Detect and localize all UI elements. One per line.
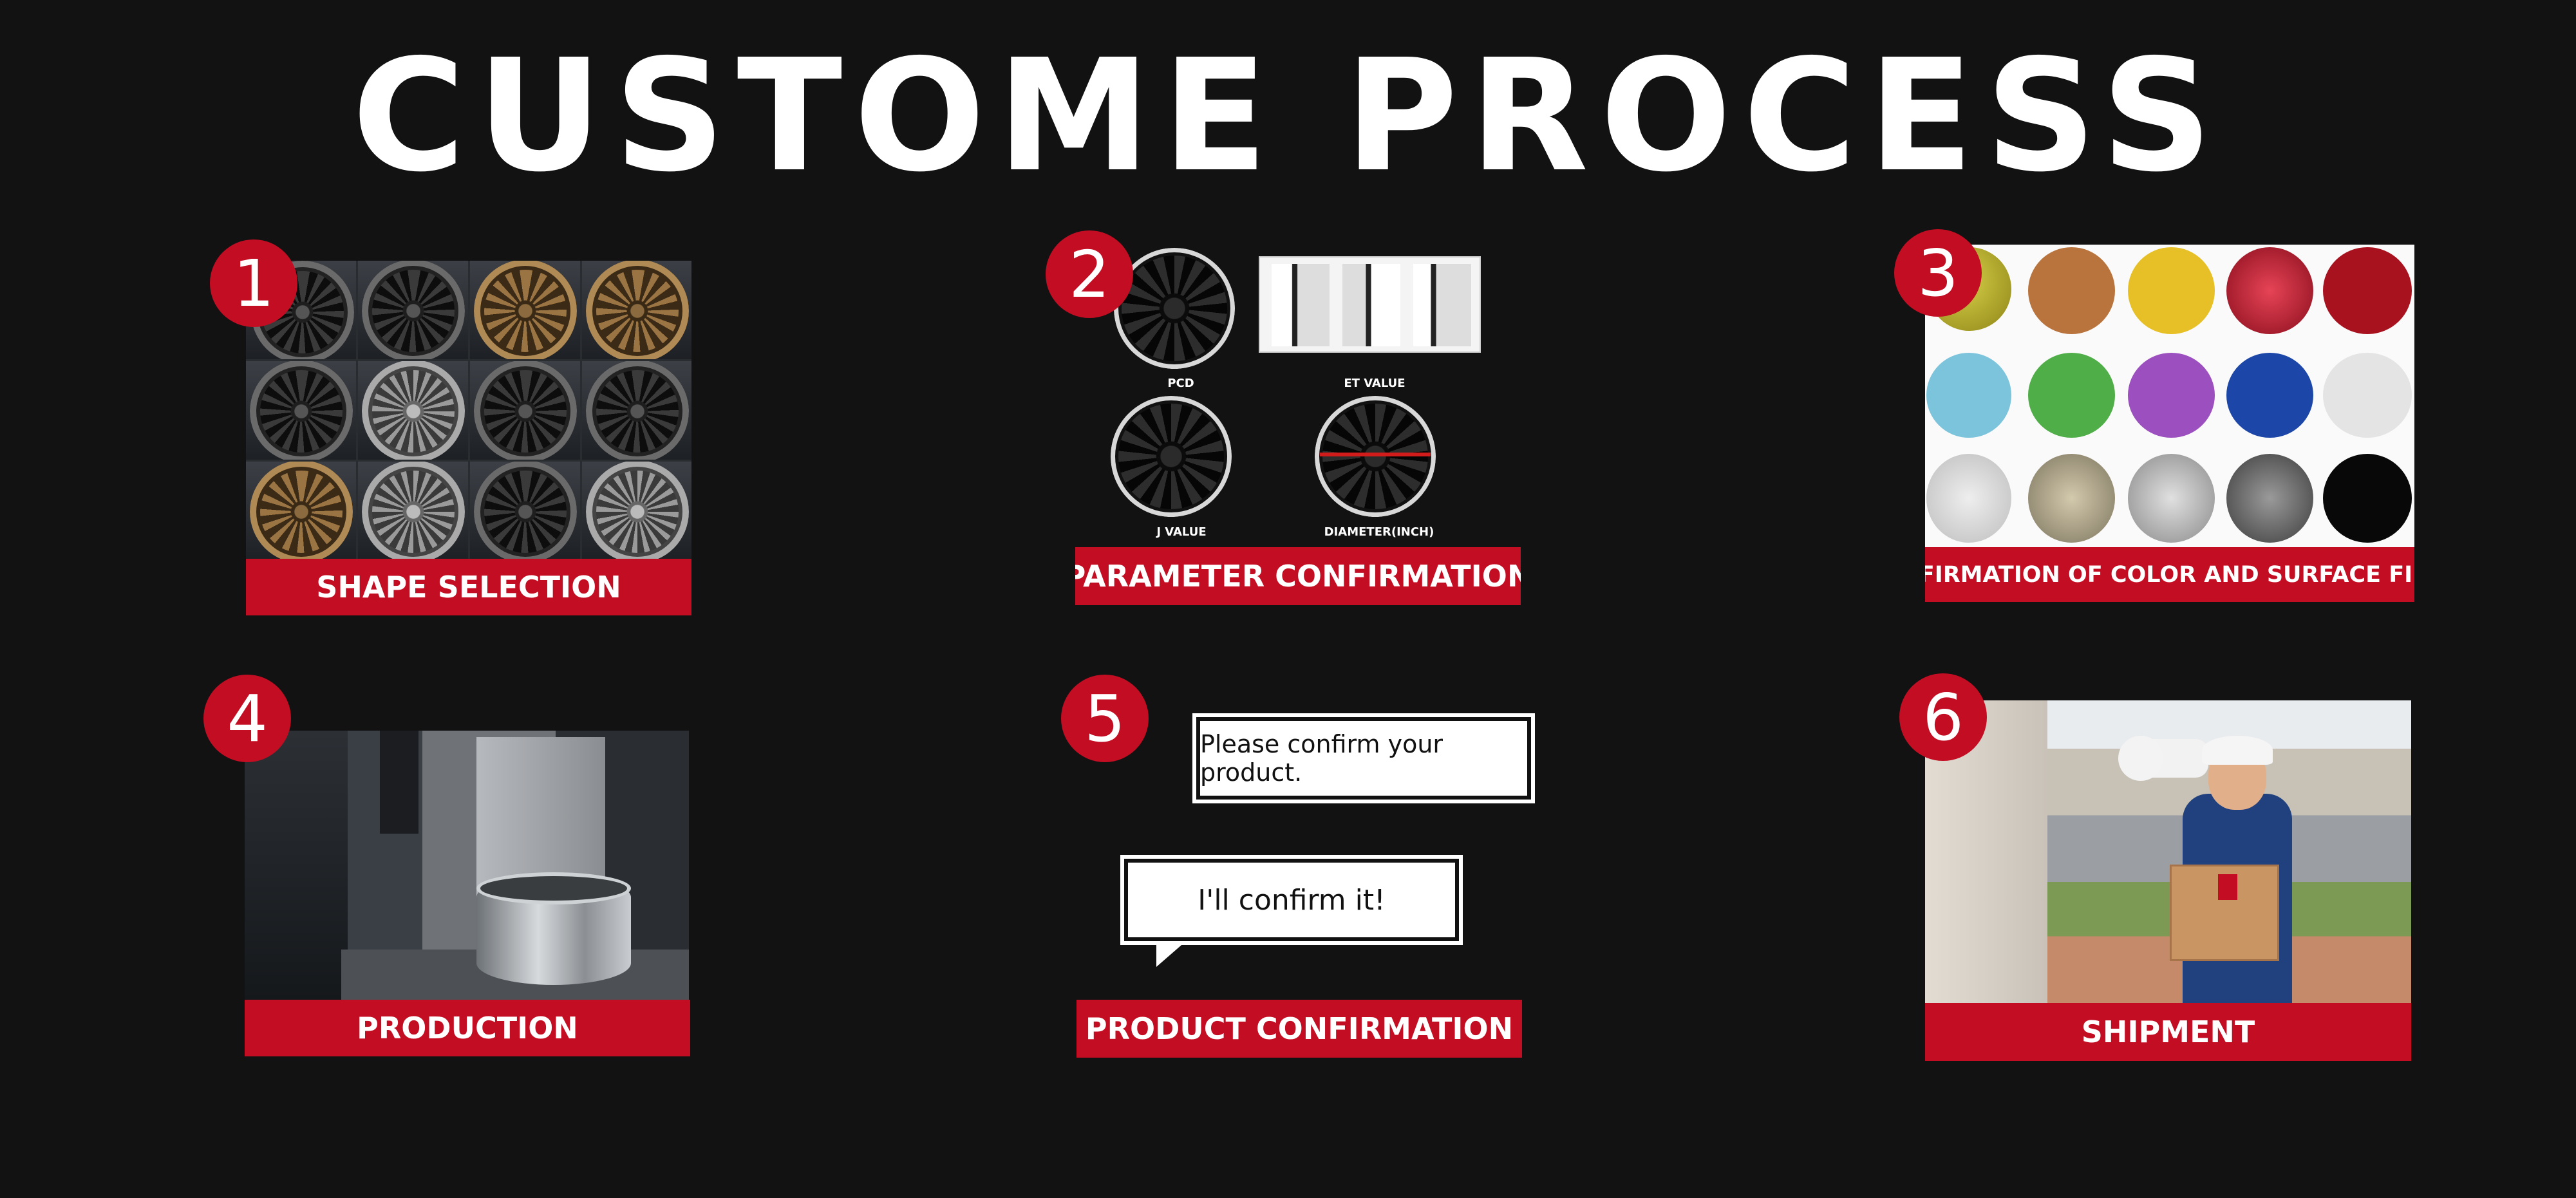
j-value-caption: J VALUE (1156, 525, 1207, 539)
label-shipment: SHIPMENT (1925, 1003, 2411, 1061)
swatch-11 (1926, 454, 2011, 543)
pcd-wheel-image (1114, 248, 1235, 369)
label-production: PRODUCTION (245, 1000, 690, 1056)
diameter-caption: DIAMETER(INCH) (1324, 525, 1434, 539)
step-number-3: 3 (1894, 229, 1982, 317)
swatch-12 (2028, 454, 2115, 543)
et-value-diagram (1259, 256, 1481, 353)
pcd-caption: PCD (1167, 377, 1194, 390)
step-number-2: 2 (1046, 230, 1133, 318)
j-value-wheel-image (1111, 396, 1232, 517)
step-number-5: 5 (1061, 675, 1149, 762)
swatch-8 (2128, 353, 2215, 438)
color-swatches-panel (1925, 245, 2414, 547)
swatch-3 (2128, 247, 2215, 334)
swatch-14 (2226, 454, 2313, 543)
swatch-10 (2323, 353, 2412, 438)
step-number-1: 1 (210, 239, 297, 327)
label-color-finish: CONFIRMATION OF COLOR AND SURFACE FINISH (1925, 547, 2414, 602)
production-machine-image (245, 731, 689, 1000)
et-value-caption: ET VALUE (1344, 377, 1406, 390)
swatch-2 (2028, 247, 2115, 334)
shipment-delivery-image (1925, 700, 2411, 1003)
step-number-4: 4 (203, 675, 291, 762)
diameter-wheel-image (1315, 396, 1436, 517)
swatch-4 (2226, 247, 2313, 334)
swatch-6 (1926, 353, 2011, 438)
chat-bubble-reply: I'll confirm it! (1120, 855, 1463, 945)
label-parameter-confirmation: PARAMETER CONFIRMATION (1075, 547, 1521, 605)
wheel-shapes-image (246, 261, 691, 560)
swatch-7 (2028, 353, 2115, 438)
page-title: CUSTOME PROCESS (352, 26, 2224, 206)
label-shape-selection: SHAPE SELECTION (246, 559, 691, 615)
chat-bubble-request: Please confirm your product. (1192, 713, 1535, 803)
step-number-6: 6 (1899, 673, 1987, 761)
label-product-confirmation: PRODUCT CONFIRMATION (1076, 1000, 1522, 1058)
swatch-15 (2323, 454, 2412, 543)
swatch-13 (2128, 454, 2215, 543)
swatch-5 (2323, 247, 2412, 334)
swatch-9 (2226, 353, 2313, 438)
chat-bubble-tail (1156, 941, 1186, 967)
